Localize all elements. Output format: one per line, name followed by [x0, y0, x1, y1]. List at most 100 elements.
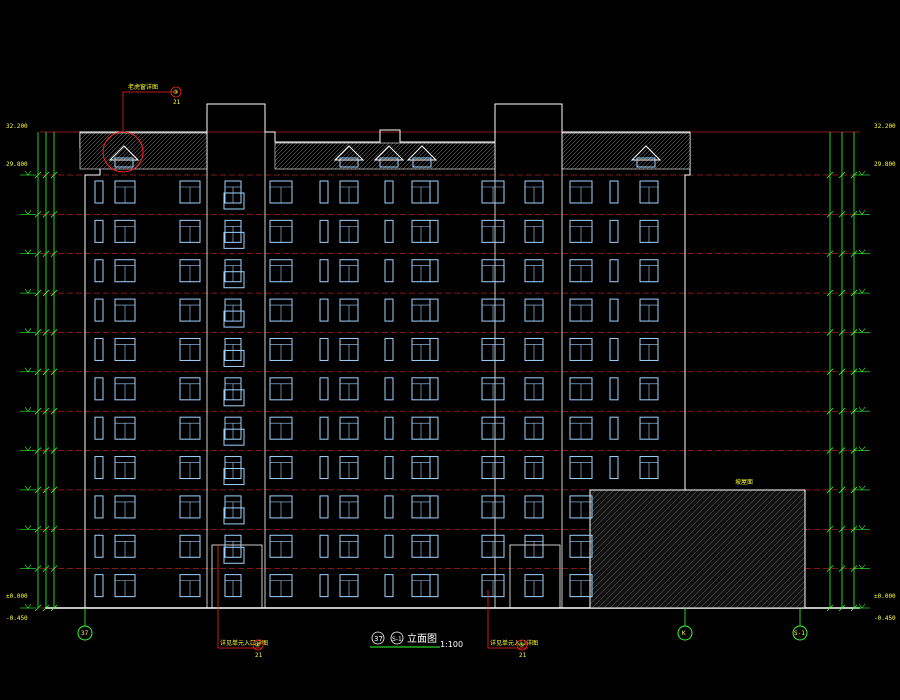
- level-triangle: [858, 407, 866, 412]
- stair-window: [223, 349, 245, 367]
- level-triangle: [858, 210, 866, 215]
- window: [429, 219, 439, 243]
- window: [319, 574, 329, 598]
- window: [429, 495, 439, 519]
- dimension-tick: [838, 368, 846, 376]
- window: [384, 337, 394, 361]
- elevation-top-left: 32.200: [6, 123, 28, 130]
- dimension-tick: [42, 250, 50, 258]
- dimension-tick: [34, 407, 42, 415]
- stair-window: [223, 389, 245, 407]
- svg-text:37: 37: [374, 635, 383, 643]
- window: [384, 534, 394, 558]
- level-triangle: [858, 603, 866, 609]
- window: [94, 495, 104, 519]
- dormer-roof: [406, 145, 438, 161]
- level-triangle: [24, 170, 32, 176]
- window: [609, 180, 619, 204]
- dimension-tick: [34, 368, 42, 376]
- dormer-window: [339, 157, 359, 168]
- dimension-tick: [50, 250, 58, 258]
- elevation-ground-left: ±0.000: [6, 593, 28, 600]
- level-triangle: [24, 249, 32, 255]
- window: [429, 377, 439, 401]
- dimension-tick: [838, 250, 846, 258]
- dimension-tick: [826, 171, 834, 179]
- axis-bubble-37: 37: [77, 608, 93, 641]
- svg-text:S-1: S-1: [794, 630, 805, 637]
- dimension-tick: [42, 368, 50, 376]
- level-triangle: [858, 170, 866, 176]
- window: [94, 416, 104, 440]
- window: [94, 259, 104, 283]
- window: [429, 337, 439, 361]
- dimension-tick: [42, 486, 50, 494]
- level-triangle: [24, 485, 32, 491]
- elevation-roof-left: 29.800: [6, 161, 28, 168]
- window: [384, 219, 394, 243]
- dimension-tick: [826, 525, 834, 533]
- window: [94, 456, 104, 480]
- window: [429, 456, 439, 480]
- dimension-tick: [50, 329, 58, 336]
- window: [384, 259, 394, 283]
- svg-text:③: ③: [173, 89, 178, 96]
- window: [609, 337, 619, 361]
- dimension-tick: [42, 565, 50, 572]
- level-triangle: [858, 525, 866, 530]
- dimension-tick: [42, 447, 50, 454]
- dimension-tick: [42, 329, 50, 336]
- svg-text:21: 21: [255, 652, 263, 659]
- window: [609, 416, 619, 440]
- annex-label: 坡屋面: [735, 478, 753, 486]
- dimension-tick: [42, 604, 50, 612]
- level-triangle: [858, 367, 866, 373]
- dormer-roof: [373, 145, 405, 161]
- window: [609, 456, 619, 480]
- dimension-tick: [826, 289, 834, 297]
- window: [384, 180, 394, 204]
- window: [319, 416, 329, 440]
- window: [319, 534, 329, 558]
- axis-bubble-k: K: [677, 608, 693, 641]
- window: [94, 219, 104, 243]
- axis-bubble-s1: S-1: [792, 608, 808, 641]
- dimension-tick: [826, 604, 834, 612]
- dimension-tick: [826, 211, 834, 218]
- elevation-top-right: 32.200: [874, 123, 896, 130]
- elevation-base-left: -0.450: [6, 615, 28, 622]
- window: [94, 534, 104, 558]
- svg-text:立面图: 立面图: [407, 632, 437, 645]
- window: [384, 377, 394, 401]
- dimension-tick: [34, 525, 42, 533]
- dimension-tick: [34, 250, 42, 258]
- dimension-tick: [50, 407, 58, 415]
- dimension-tick: [50, 368, 58, 376]
- dimension-tick: [42, 525, 50, 533]
- dimension-tick: [42, 211, 50, 218]
- stair-window: [223, 546, 245, 564]
- level-triangle: [24, 564, 32, 570]
- dimension-tick: [50, 289, 58, 297]
- window: [319, 377, 329, 401]
- window: [384, 416, 394, 440]
- dimension-tick: [838, 486, 846, 494]
- dimension-tick: [34, 329, 42, 336]
- dimension-tick: [838, 565, 846, 572]
- roof-tile-center: [274, 142, 496, 170]
- level-triangle: [24, 525, 32, 530]
- dimension-tick: [838, 447, 846, 454]
- dimension-tick: [838, 171, 846, 179]
- svg-text:21: 21: [173, 99, 181, 106]
- dimension-tick: [826, 565, 834, 572]
- window: [384, 298, 394, 322]
- window: [429, 259, 439, 283]
- level-triangle: [24, 367, 32, 373]
- elevation-ground-right: ±0.000: [874, 593, 896, 600]
- stair-window: [223, 507, 245, 525]
- svg-text:详见单元入口详图: 详见单元入口详图: [220, 639, 268, 647]
- window: [94, 377, 104, 401]
- window: [94, 180, 104, 204]
- callout-dormer: 老虎窗详图 ③ 21: [102, 83, 182, 173]
- svg-text:S-1: S-1: [392, 636, 402, 643]
